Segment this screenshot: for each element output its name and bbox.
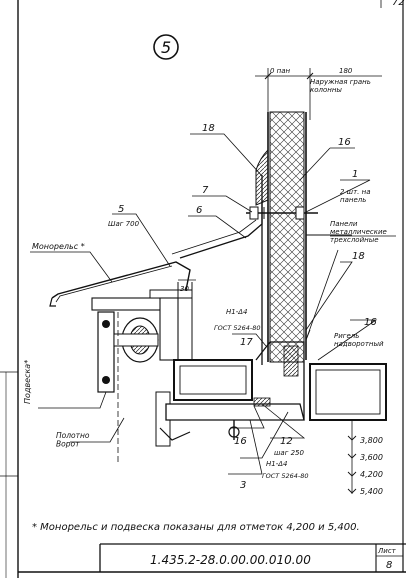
- leader-lines: [30, 133, 396, 475]
- weld-2-std: ГОСТ 5264-80: [262, 472, 308, 480]
- flashing: [171, 148, 269, 259]
- level-marks: 3,800 3,600 4,200 5,400: [347, 420, 383, 496]
- view-marker: 5: [153, 34, 179, 60]
- pos-16-top: 16: [338, 137, 351, 148]
- page-number: 72: [392, 0, 405, 8]
- level-3800: 3,800: [360, 436, 383, 445]
- pos-16-mid: 16: [364, 317, 377, 328]
- sheet-number: 8: [386, 560, 392, 571]
- weld-2: Н1-Δ4: [266, 460, 288, 468]
- pos-3: 3: [240, 480, 246, 491]
- level-4200: 4,200: [360, 470, 383, 479]
- monorail-beam: [91, 282, 193, 361]
- sheet-label: Лист: [377, 547, 397, 555]
- pos-18-top: 18: [202, 123, 215, 134]
- footnote: * Монорельс и подвеска показаны для отме…: [32, 522, 360, 533]
- dim-30: 30: [180, 285, 189, 293]
- pos-12-note: шаг 250: [274, 449, 305, 457]
- pos-17: 17: [240, 337, 253, 348]
- top-dimension-value: 180: [339, 67, 353, 75]
- weld-1: Н1-Δ4: [226, 308, 248, 316]
- pos-16-low: 16: [234, 436, 247, 447]
- lintel-16: [309, 363, 387, 421]
- wall-panel: [261, 111, 307, 365]
- level-3600: 3,600: [360, 453, 383, 462]
- bolt-7: [246, 206, 318, 220]
- drawing-designation: 1.435.2-28.0.00.00.010.00: [150, 553, 311, 567]
- zero-mark-label: 0 пан: [270, 67, 291, 75]
- pos-5-note: Шаг 700: [108, 220, 140, 228]
- monorail-label: Монорельс *: [32, 242, 85, 251]
- suspension-label: Подвеска*: [23, 360, 32, 404]
- suspension-roller: [97, 311, 159, 462]
- pos-7: 7: [202, 185, 209, 196]
- pos-6: 6: [196, 205, 202, 216]
- title-block: 1.435.2-28.0.00.00.010.00 Лист 8: [99, 543, 406, 572]
- view-marker-number: 5: [161, 38, 171, 57]
- level-5400: 5,400: [360, 487, 383, 496]
- pos-5: 5: [118, 204, 124, 215]
- pos-12: 12: [280, 436, 293, 447]
- weld-1-std: ГОСТ 5264-80: [214, 324, 260, 332]
- pos-1: 1: [352, 169, 358, 180]
- right-bracket: [305, 234, 352, 341]
- pos-18-mid: 18: [352, 251, 365, 262]
- top-dimension: 0 пан 180: [255, 67, 382, 120]
- lintel-17: [173, 359, 253, 401]
- base-plate: [165, 341, 305, 440]
- monorail-canopy: [49, 261, 191, 307]
